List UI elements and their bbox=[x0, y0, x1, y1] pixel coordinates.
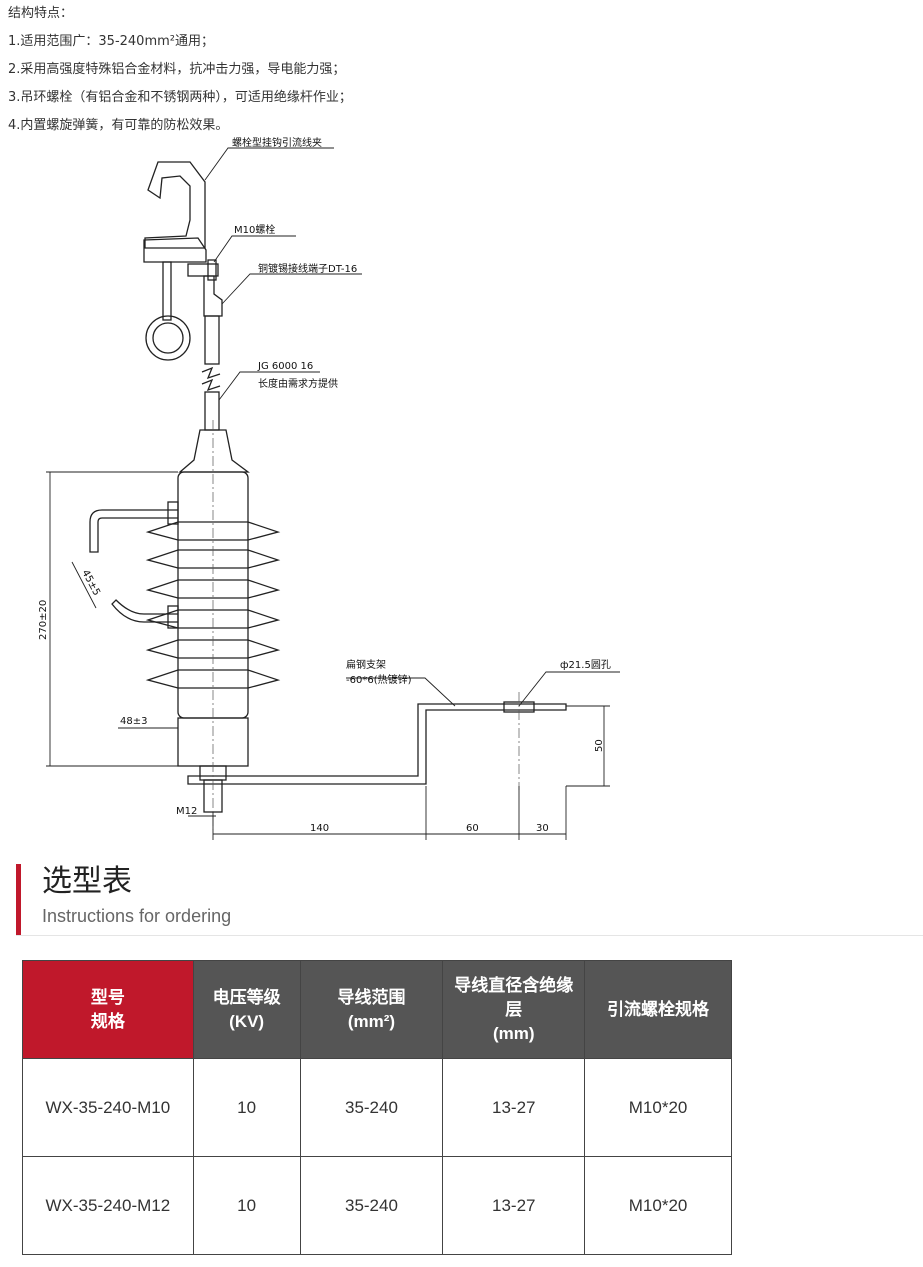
header-wire-range: 导线范围 (mm²) bbox=[299, 960, 444, 1059]
cell-voltage: 10 bbox=[192, 1156, 301, 1255]
cell-wire-diameter: 13-27 bbox=[442, 1156, 586, 1255]
cell-wire-diameter: 13-27 bbox=[442, 1058, 586, 1157]
hook-clamp bbox=[144, 161, 206, 249]
dim-dia: 48±3 bbox=[120, 716, 147, 727]
section-divider bbox=[16, 935, 923, 936]
feature-item: 2.采用高强度特殊铝合金材料，抗冲击力强，导电能力强； bbox=[8, 62, 346, 77]
header-bolt-spec: 引流螺栓规格 bbox=[584, 960, 732, 1059]
shed bbox=[145, 549, 281, 569]
label-length: 长度由需求方提供 bbox=[258, 377, 338, 390]
eye-bolt-shank bbox=[162, 261, 172, 321]
section-header: 选型表 Instructions for ordering bbox=[16, 862, 923, 936]
product-drawing: 螺栓型挂钩引流线夹 M10螺栓 铜镀锡接线端子DT-16 JG 6000 16 … bbox=[38, 136, 620, 840]
cell-voltage: 10 bbox=[192, 1058, 301, 1157]
flat-steel-bracket bbox=[187, 703, 567, 785]
terminal bbox=[203, 275, 223, 317]
shed bbox=[145, 579, 281, 599]
side-rod-upper bbox=[89, 509, 178, 553]
section-accent-bar bbox=[16, 864, 21, 936]
feature-item: 3.吊环螺栓（有铝合金和不锈钢两种），可适用绝缘杆作业； bbox=[8, 90, 352, 105]
section-title: 选型表 bbox=[42, 864, 132, 899]
cell-bolt-spec: M10*20 bbox=[584, 1058, 732, 1157]
table-row: WX-35-240-M12 10 35-240 13-27 M10*20 bbox=[22, 1156, 732, 1255]
label-terminal: 铜镀锡接线端子DT-16 bbox=[258, 262, 357, 275]
features-heading: 结构特点： bbox=[8, 6, 74, 21]
cell-model: WX-35-240-M12 bbox=[22, 1156, 194, 1255]
table-row: WX-35-240-M10 10 35-240 13-27 M10*20 bbox=[22, 1058, 732, 1157]
cell-wire-range: 35-240 bbox=[299, 1058, 444, 1157]
features-block: 结构特点： 1.适用范围广：35-240mm²通用； 2.采用高强度特殊铝合金材… bbox=[8, 0, 352, 140]
header-voltage: 电压等级 (KV) bbox=[192, 960, 301, 1059]
table-header-row: 型号 规格 电压等级 (KV) 导线范围 (mm²) 导线直径含绝缘 层 (mm… bbox=[22, 960, 732, 1059]
cell-model: WX-35-240-M10 bbox=[22, 1058, 194, 1157]
feature-item: 4.内置螺旋弹簧，有可靠的防松效果。 bbox=[8, 118, 229, 133]
eye-ring bbox=[145, 315, 191, 361]
header-wire-diameter: 导线直径含绝缘 层 (mm) bbox=[442, 960, 586, 1059]
label-clamp: 螺栓型挂钩引流线夹 bbox=[232, 136, 322, 149]
dim-140: 140 bbox=[310, 823, 329, 834]
shed bbox=[145, 669, 281, 689]
section-subtitle: Instructions for ordering bbox=[42, 906, 232, 926]
cable-lower bbox=[204, 391, 220, 431]
cell-bolt-spec: M10*20 bbox=[584, 1156, 732, 1255]
cell-wire-range: 35-240 bbox=[299, 1156, 444, 1255]
label-bracket-2: -60*6(热镀锌) bbox=[346, 673, 412, 686]
feature-item: 1.适用范围广：35-240mm²通用； bbox=[8, 34, 214, 49]
dim-60: 60 bbox=[466, 823, 479, 834]
side-rod-lower bbox=[111, 599, 178, 623]
dim-30: 30 bbox=[536, 823, 549, 834]
shed bbox=[145, 639, 281, 659]
header-model: 型号 规格 bbox=[22, 960, 194, 1059]
cable-upper bbox=[204, 315, 220, 365]
dim-50: 50 bbox=[594, 739, 605, 752]
dim-m12: M12 bbox=[176, 806, 197, 817]
m10-bolt bbox=[187, 263, 219, 277]
dim-height: 270±20 bbox=[38, 600, 49, 640]
label-hole: ф21.5圆孔 bbox=[560, 659, 611, 671]
label-bolt: M10螺栓 bbox=[234, 223, 275, 236]
label-bracket-1: 扁钢支架 bbox=[346, 658, 386, 671]
ordering-table: 型号 规格 电压等级 (KV) 导线范围 (mm²) 导线直径含绝缘 层 (mm… bbox=[22, 960, 732, 1255]
label-cable: JG 6000 16 bbox=[257, 361, 313, 372]
